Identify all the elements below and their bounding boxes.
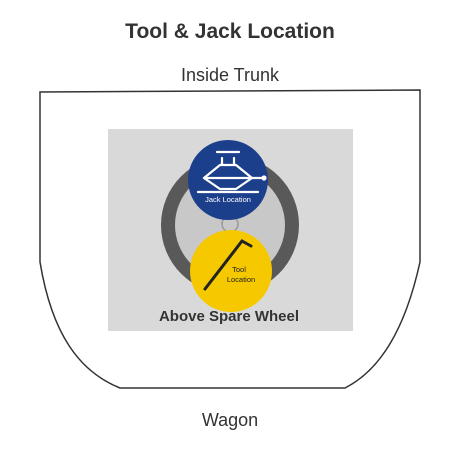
tool-location-label-line1: Tool xyxy=(232,265,246,274)
scissor-jack-icon xyxy=(196,150,267,194)
jack-location-marker: Jack Location xyxy=(188,140,268,220)
page-title: Tool & Jack Location xyxy=(125,20,335,43)
jack-location-label: Jack Location xyxy=(205,195,251,204)
lug-wrench-icon xyxy=(203,239,253,291)
tool-location-label-line2: Location xyxy=(227,275,255,284)
jack-location-circle xyxy=(188,140,268,220)
above-spare-wheel-label: Above Spare Wheel xyxy=(159,308,299,325)
wagon-label: Wagon xyxy=(201,410,259,430)
tool-location-marker: Tool Location xyxy=(190,230,272,312)
tool-location-circle xyxy=(190,230,272,312)
inside-trunk-label: Inside Trunk xyxy=(180,65,280,85)
